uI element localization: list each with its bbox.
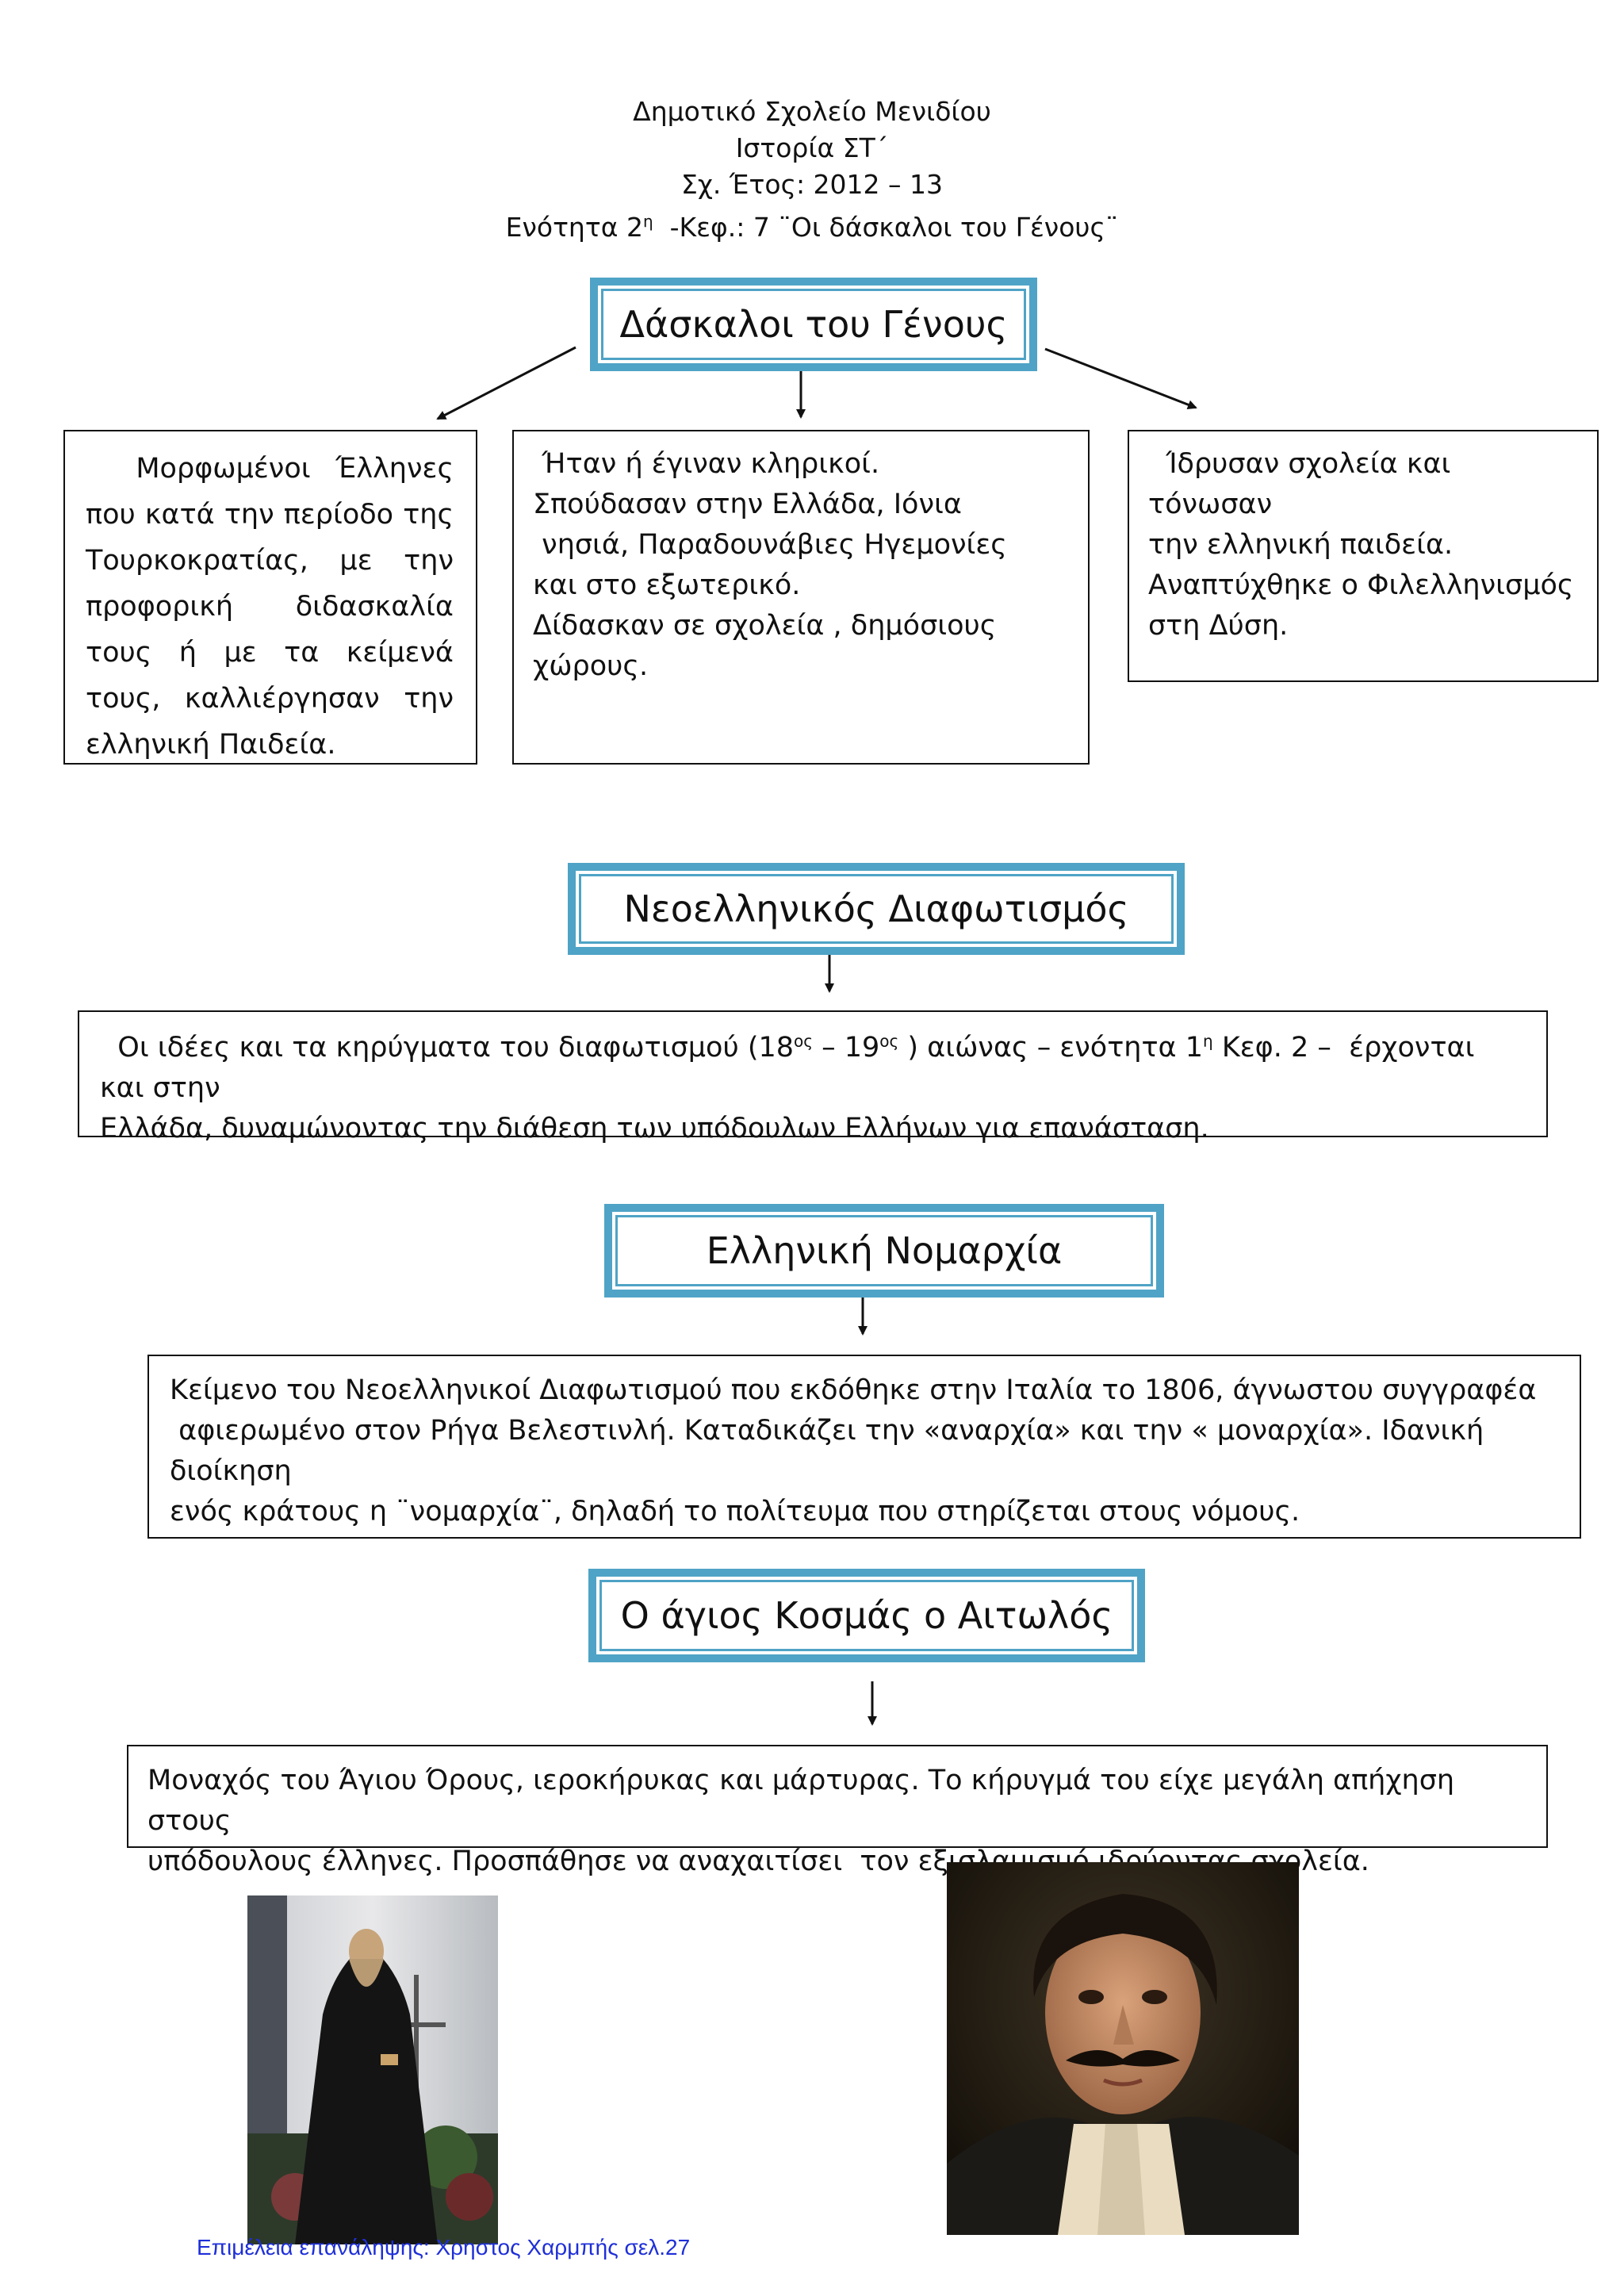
unit-line: Ενότητα 2η -Κεφ.: 7 ¨Οι δάσκαλοι του Γέν… [505, 212, 1119, 243]
photo-portrait [947, 1862, 1299, 2235]
footer-credit: Επιμέλεια επανάληψης: Χρηστος Χαρμπής σε… [197, 2235, 691, 2260]
box-kosmas: Μοναχός του Άγιου Όρους, ιεροκήρυκας και… [127, 1745, 1548, 1877]
photo-kosmas-aitolos [247, 1895, 498, 2244]
box-clergy-studies: Ήταν ή έγιναν κληρικοί. Σπούδασαν στην Ε… [512, 430, 1090, 765]
title-kosmas: Ο άγιος Κοσμάς ο Αιτωλός [588, 1569, 1145, 1662]
title-nomarchia: Ελληνική Νομαρχία [604, 1204, 1164, 1297]
arrow-left [436, 346, 576, 420]
diafotismos-line2: Ελλάδα, δυναμώνοντας την διάθεση των υπό… [100, 1113, 1209, 1144]
title-daskaloi: Δάσκαλοι του Γένους [590, 278, 1037, 371]
school-name: Δημοτικό Σχολείο Μενιδίου [633, 96, 991, 127]
box-educated-greeks: Μορφωμένοι Έλληνες που κατά την περίοδο … [63, 430, 477, 765]
box-nomarchia: Κείμενο του Νεοελληνικοί Διαφωτισμού που… [147, 1355, 1581, 1539]
diafotismos-line1: Οι ιδέες και τα κηρύγματα του διαφωτισμο… [100, 1031, 1484, 1104]
subject-line: Ιστορία ΣΤ΄ [735, 132, 889, 163]
document-header: Δημοτικό Σχολείο Μενιδίου Ιστορία ΣΤ΄ Σχ… [0, 94, 1624, 246]
school-year: Σχ. Έτος: 2012 – 13 [681, 169, 943, 200]
arrow-right [1044, 347, 1197, 409]
box-founded-schools: Ίδρυσαν σχολεία και τόνωσαν την ελληνική… [1128, 430, 1599, 682]
box-diafotismos: Οι ιδέες και τα κηρύγματα του διαφωτισμο… [78, 1010, 1548, 1144]
title-diafotismos: Νεοελληνικός Διαφωτισμός [568, 863, 1185, 955]
